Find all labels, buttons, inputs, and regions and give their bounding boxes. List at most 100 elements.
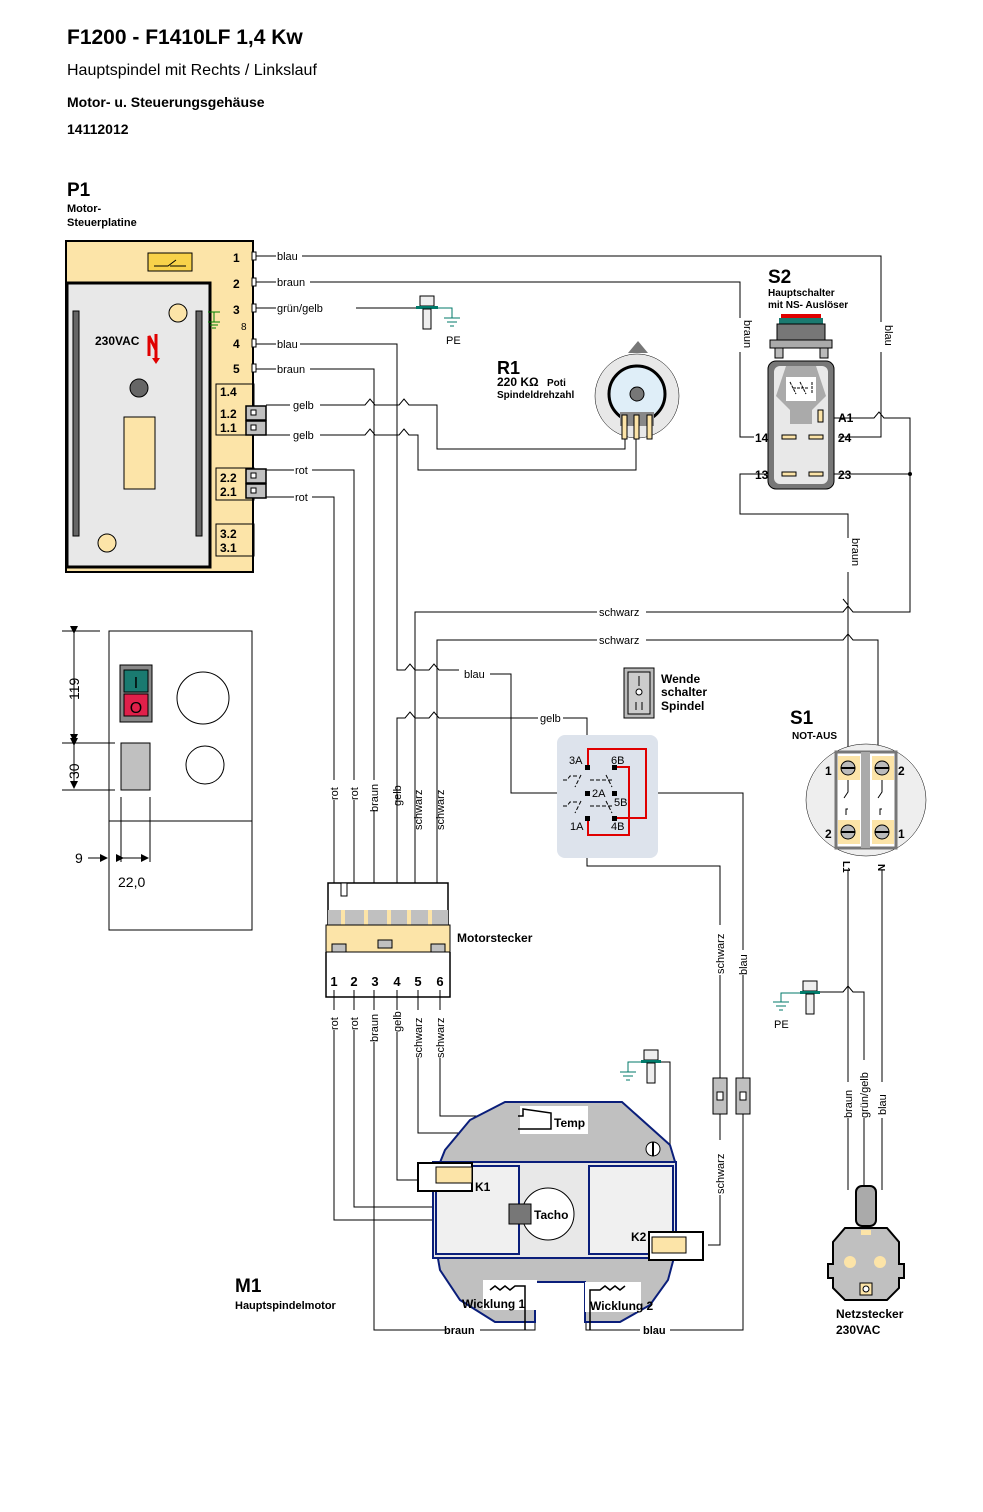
- dim-width: 22,0: [118, 874, 145, 890]
- wire-label-braun: braun: [741, 320, 753, 348]
- contact-5b: 5B: [614, 797, 627, 809]
- m1-name: Hauptspindelmotor: [235, 1300, 337, 1312]
- on-button[interactable]: [123, 669, 149, 693]
- s2-main-switch: S2 Hauptschalter mit NS- Auslöser A1 14 …: [755, 267, 912, 490]
- pe-label: PE: [446, 335, 461, 347]
- wire-label-braun: braun: [277, 277, 305, 289]
- pe-bolt-lower: PE: [773, 980, 820, 1031]
- motor-connector-pin-6: 6: [436, 974, 443, 989]
- wire-label-braun: braun: [444, 1325, 475, 1337]
- wende-line2: schalter: [661, 685, 707, 699]
- s1-terminal-1b: 1: [898, 827, 905, 841]
- s2-terminal-13: 13: [755, 468, 769, 482]
- motor-connector-pin-1: 1: [330, 974, 337, 989]
- dim-height-top: 119: [66, 677, 82, 700]
- s2-id: S2: [768, 267, 791, 288]
- ring-icon: 8: [241, 322, 247, 333]
- motor-connector-pin-2: 2: [350, 974, 357, 989]
- wire-label-blau: blau: [643, 1325, 666, 1337]
- diagram-subtitle: Hauptspindel mit Rechts / Linkslauf: [67, 62, 317, 79]
- contact-2a: 2A: [592, 788, 606, 800]
- pe-bolt-top: PE: [416, 295, 461, 347]
- motor-connector-label: Motorstecker: [457, 931, 533, 945]
- m1-temp-label: Temp: [554, 1116, 585, 1130]
- flat-plug-connectors: [712, 1077, 751, 1115]
- p1-terminal-5: 5: [233, 362, 240, 376]
- s2-terminal-23: 23: [838, 468, 852, 482]
- wire-label-schwarz: schwarz: [599, 635, 639, 647]
- wire-label-rot: rot: [329, 787, 341, 800]
- relay-icon: [147, 252, 193, 272]
- s1-l1-label: L1: [840, 861, 851, 873]
- p1-name-line1: Motor-: [67, 203, 102, 215]
- p1-connector-1.4: 1.4: [220, 385, 237, 399]
- wire-label-blau: blau: [877, 1094, 889, 1115]
- off-button[interactable]: [123, 693, 149, 717]
- wende-line1: Wende: [661, 672, 700, 686]
- wire-label-blau: blau: [277, 339, 298, 351]
- motor-ground-bolt: [620, 1049, 661, 1084]
- p1-connector-2.1: 2.1: [220, 485, 237, 499]
- m1-winding-2: Wicklung 2: [590, 1299, 654, 1313]
- wire-label-blau: blau: [882, 325, 894, 346]
- s1-terminal-2: 2: [898, 764, 905, 778]
- motor-connector: 1 2 3 4 5 6 Motorstecker: [325, 882, 533, 998]
- p1-connector-3.2: 3.2: [220, 527, 237, 541]
- wire-label-blau: blau: [464, 669, 485, 681]
- contact-4b: 4B: [611, 821, 624, 833]
- r1-desc: Spindeldrehzahl: [497, 390, 574, 401]
- r1-potentiometer: R1 220 KΩ Poti Spindeldrehzahl: [497, 341, 680, 440]
- r1-type: Poti: [547, 378, 566, 389]
- wire-label-gruengelb: grün/gelb: [859, 1072, 871, 1118]
- contact-3a: 3A: [569, 755, 583, 767]
- wire-label-gelb: gelb: [540, 713, 561, 725]
- reversing-switch-contacts: 3A 6B 2A 5B 1A 4B: [557, 735, 658, 858]
- s2-name-line1: Hauptschalter: [768, 288, 835, 299]
- p1-connector-3.1: 3.1: [220, 541, 237, 555]
- wire-label-gelb: gelb: [392, 785, 404, 806]
- p1-connector-1.2: 1.2: [220, 407, 237, 421]
- pe-label: PE: [774, 1019, 789, 1031]
- contact-6b: 6B: [611, 755, 624, 767]
- wire-label-rot: rot: [295, 492, 308, 504]
- s1-terminal-2b: 2: [825, 827, 832, 841]
- off-symbol: O: [130, 700, 142, 717]
- mains-plug-voltage: 230VAC: [836, 1323, 881, 1337]
- high-voltage-icon: [147, 334, 158, 358]
- wire-label-schwarz: schwarz: [599, 607, 639, 619]
- wire-label-blau: blau: [738, 954, 750, 975]
- wire-label-braun: braun: [277, 364, 305, 376]
- m1-winding-1: Wicklung 1: [462, 1297, 526, 1311]
- p1-voltage: 230VAC: [95, 334, 140, 348]
- s1-terminal-1: 1: [825, 764, 832, 778]
- p1-terminal-3: 3: [233, 303, 240, 317]
- s1-name: NOT-AUS: [792, 731, 837, 742]
- wende-line3: Spindel: [661, 699, 704, 713]
- s2-name-line2: mit NS- Auslöser: [768, 300, 848, 311]
- m1-k2-label: K2: [631, 1230, 647, 1244]
- m1-tacho-label: Tacho: [534, 1208, 568, 1222]
- m1-spindle-motor: Temp K1 Tacho K2 Wicklung 1 Wicklung 2 M…: [235, 1101, 704, 1330]
- on-symbol: I: [134, 675, 138, 692]
- p1-connector-1.1: 1.1: [220, 421, 237, 435]
- motor-connector-pin-4: 4: [393, 974, 401, 989]
- wire-label-schwarz: schwarz: [435, 1018, 447, 1058]
- wire-label-gelb: gelb: [392, 1011, 404, 1032]
- wire-label-gruengelb: grün/gelb: [277, 303, 323, 315]
- p1-terminal-4: 4: [233, 337, 240, 351]
- front-panel-drawing: I O 119 30 9 22,0: [62, 626, 253, 931]
- diagram-section: Motor- u. Steuerungsgehäuse: [67, 94, 265, 110]
- contact-1a: 1A: [570, 821, 584, 833]
- motor-connector-pin-5: 5: [414, 974, 421, 989]
- dim-height-bottom: 30: [66, 763, 82, 779]
- wire-label-schwarz: schwarz: [715, 934, 727, 974]
- s1-n-label: N: [875, 864, 886, 871]
- p1-control-board: P1 Motor- Steuerplatine 230VAC 1 2 3 4 5: [65, 180, 267, 573]
- p1-terminal-1: 1: [233, 251, 240, 265]
- wire-label-gelb: gelb: [293, 400, 314, 412]
- ground-icon: [208, 311, 220, 329]
- wire-label-braun: braun: [843, 1090, 855, 1118]
- wire-label-schwarz: schwarz: [413, 1018, 425, 1058]
- wire-label-braun: braun: [849, 538, 861, 566]
